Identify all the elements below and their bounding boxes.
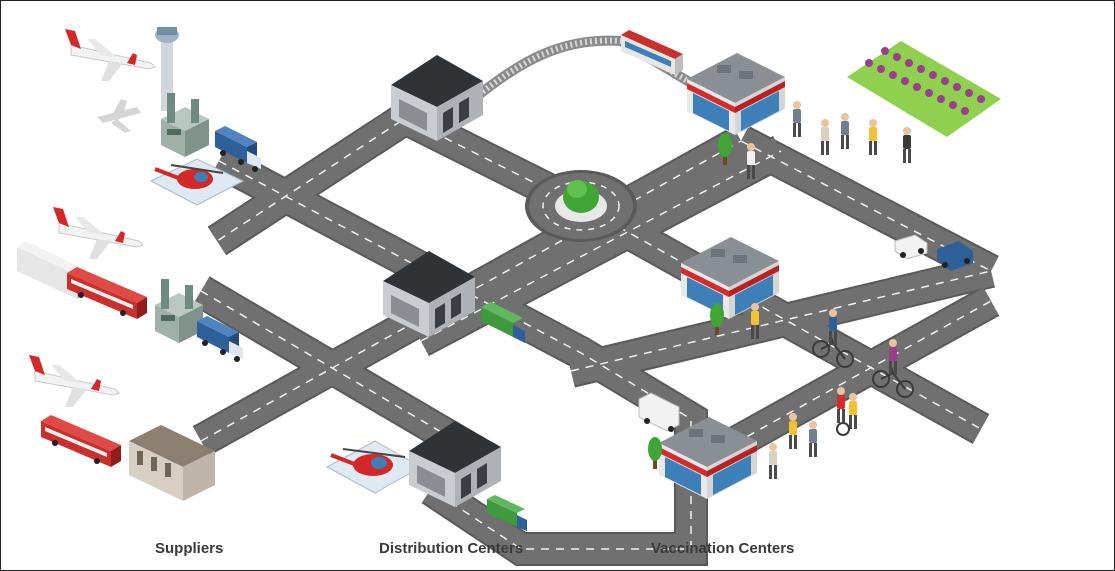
railway	[467, 35, 694, 105]
airplane-icon	[28, 354, 120, 408]
car-icon	[894, 234, 928, 260]
suppliers-caption: Suppliers	[155, 540, 224, 557]
helicopter-icon	[330, 448, 406, 476]
vaccination-centers-caption: Vaccination Centers	[651, 540, 795, 557]
delivery-truck-icon	[487, 495, 527, 531]
factory-icon	[161, 93, 209, 157]
crescent-icon	[165, 237, 181, 266]
factory-icon	[155, 279, 203, 343]
orchard-icon	[847, 41, 1001, 137]
airplane-shadow-icon	[97, 99, 141, 133]
distribution-centers-caption: Distribution Centers	[379, 540, 524, 557]
roundabout	[525, 170, 637, 242]
clinic-icon	[687, 53, 785, 135]
freight-train-icon	[67, 267, 147, 319]
van-icon	[638, 392, 680, 432]
wheelchair-icon	[836, 387, 850, 436]
port-building-icon	[129, 425, 215, 501]
passenger-train-icon	[621, 30, 683, 75]
freight-train-icon	[41, 415, 121, 467]
control-tower-icon	[155, 27, 179, 111]
helicopter-icon	[154, 164, 224, 189]
airplane-icon	[64, 28, 156, 82]
car-icon	[937, 241, 973, 271]
airplane-icon	[52, 206, 144, 260]
delivery-truck-icon	[481, 302, 525, 343]
